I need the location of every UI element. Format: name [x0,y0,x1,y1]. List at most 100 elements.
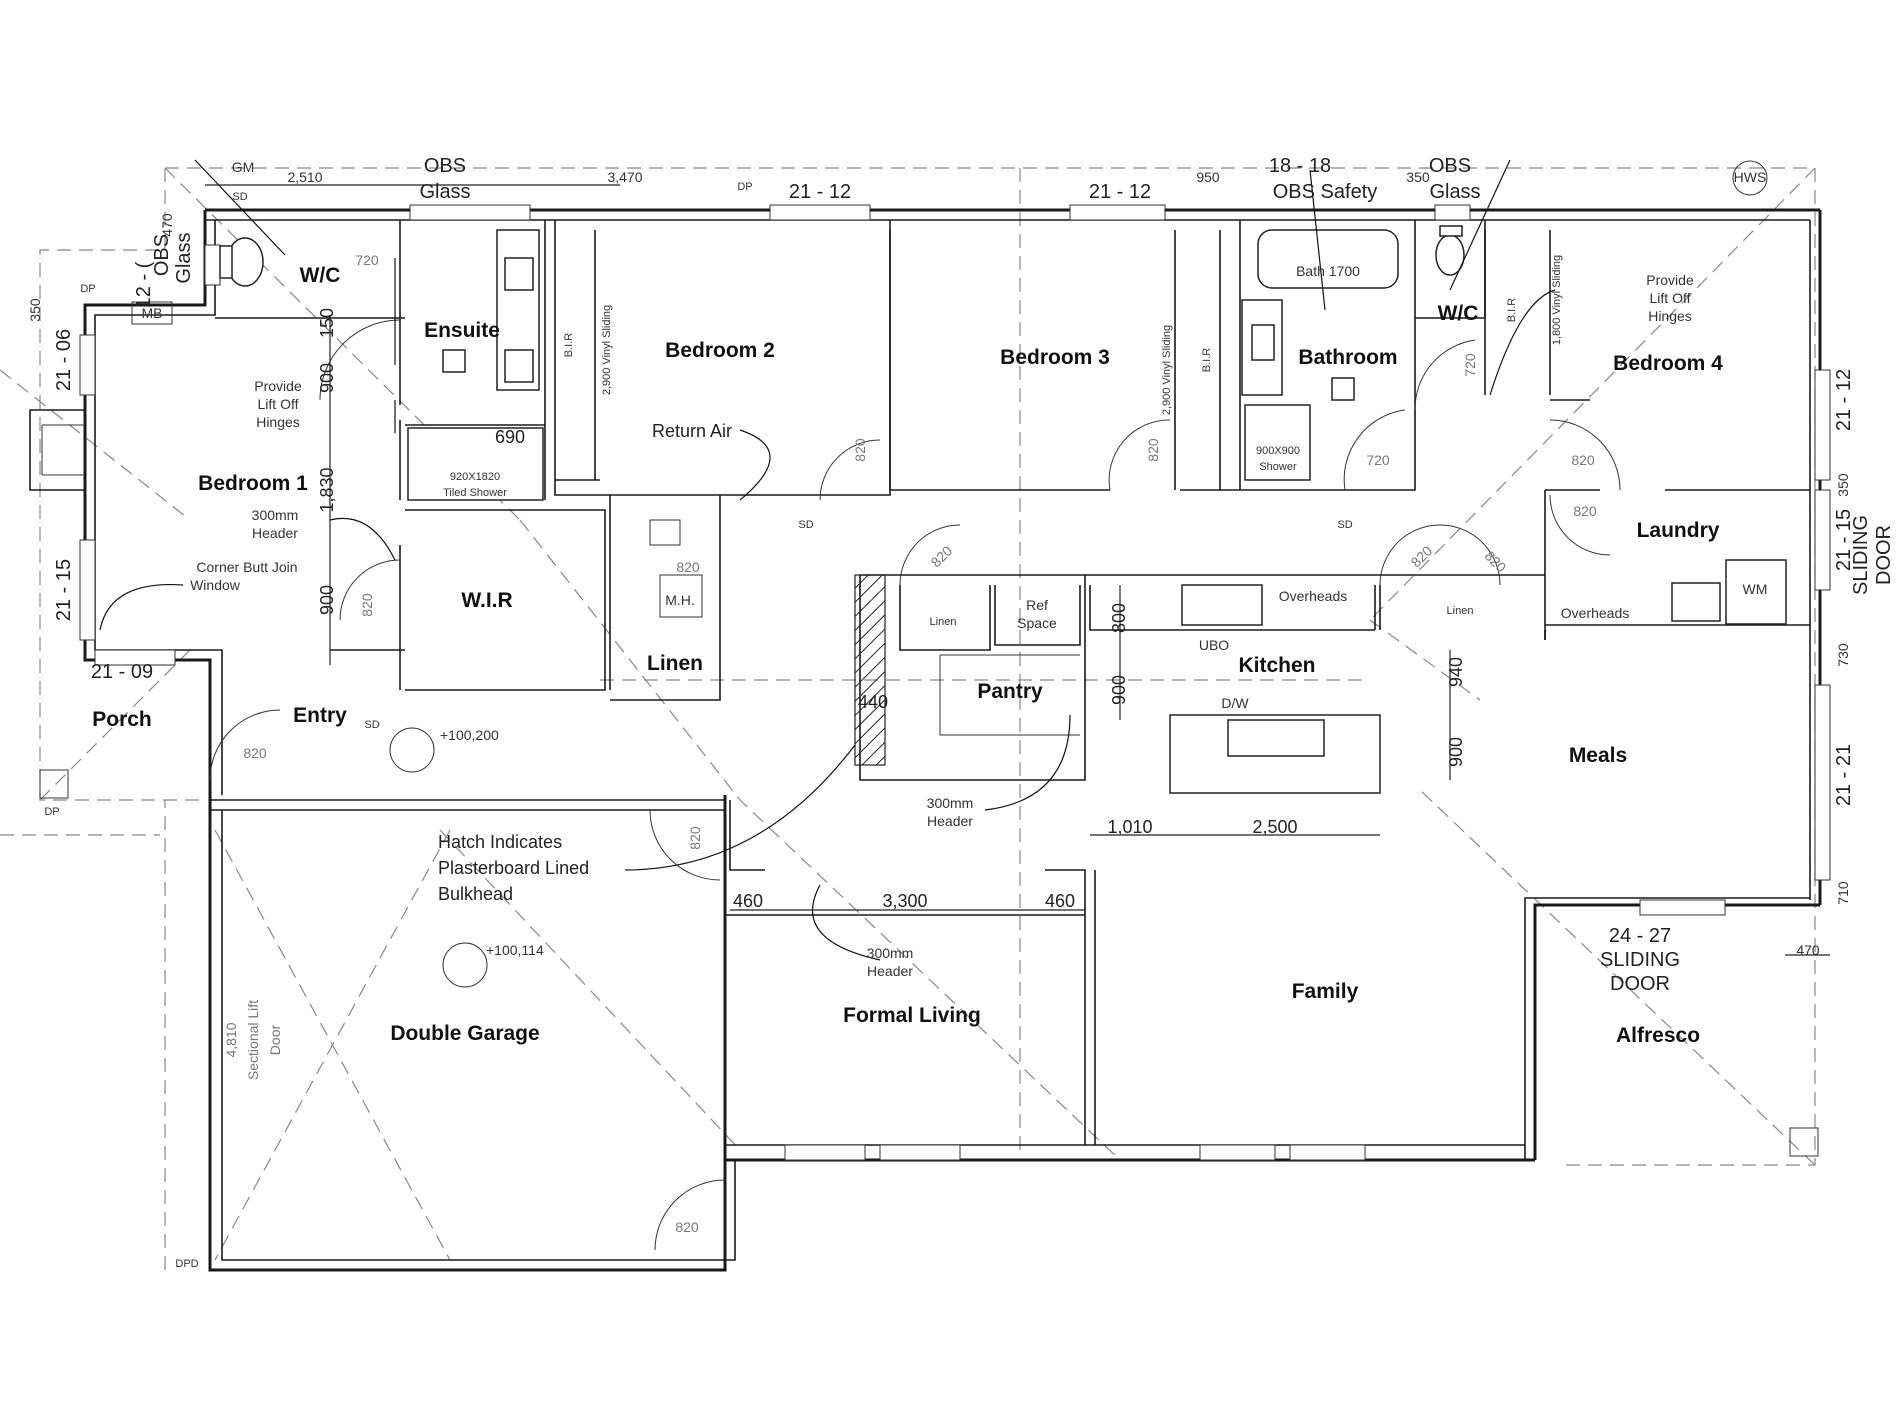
label-liftoff-1: Lift Off [258,396,299,412]
dimension-labels: 2,510 3,470 950 350 470 350 720 720 720 … [27,169,1851,1235]
room-porch: Porch [92,708,152,731]
room-wc-1: W/C [300,264,341,287]
dim-440: 440 [858,692,888,712]
dim-820-h: 820 [1482,548,1510,576]
dim-460-a: 460 [733,891,763,911]
dim-730: 730 [1835,643,1851,667]
label-21-06: 21 - 06 [53,329,75,391]
dim-820-b: 820 [359,593,375,617]
label-ref-2: Space [1017,615,1057,631]
room-kitchen: Kitchen [1238,654,1315,677]
label-obs-1: OBS [424,155,466,177]
label-overheads-k: Overheads [1279,588,1347,604]
dim-350-c: 350 [1835,473,1851,497]
label-gm: GM [232,159,255,175]
dim-3300: 3,300 [882,891,927,911]
label-header-1b: Header [252,525,298,541]
label-linen-small-2: Linen [1447,605,1474,617]
fixtures [219,225,1787,794]
label-21-21: 21 - 21 [1833,744,1855,806]
label-sliding-2: SLIDING [1850,515,1872,595]
dim-820-e: 820 [1145,438,1161,462]
label-garage-width: 4,810 [223,1022,239,1057]
label-bir-3: B.I.R [1506,298,1518,323]
dim-3470: 3,470 [607,169,642,185]
label-obs-2: OBS [1429,155,1471,177]
dim-720-c: 720 [1462,353,1478,377]
label-hatch-1: Hatch Indicates [438,832,562,852]
label-sectional-1: Sectional Lift [245,1000,261,1080]
shower-tray [1244,404,1311,481]
dim-350-b: 350 [27,298,43,322]
label-wm: WM [1743,581,1768,597]
windows [79,204,1831,1161]
label-sd-2: SD [798,519,813,531]
label-shower-ens-2: Tiled Shower [443,487,507,499]
label-header-3b: Header [867,963,913,979]
dim-820-j: 820 [687,826,703,850]
dim-820-f: 820 [928,542,956,570]
label-sd-1: SD [364,719,379,731]
label-vinyl-2: 2,900 Vinyl Sliding [1161,325,1173,415]
label-hatch-3: Bulkhead [438,884,513,904]
dim-800: 800 [1109,603,1129,633]
dim-900-a: 900 [317,363,337,393]
room-alfresco: Alfresco [1616,1024,1700,1047]
label-level-1: +100,200 [440,727,499,743]
dim-950: 950 [1196,169,1220,185]
dim-460-b: 460 [1045,891,1075,911]
label-shower-bath-2: Shower [1259,461,1297,473]
dim-470-b: 470 [1796,942,1820,958]
doors [209,319,1621,1251]
dim-1010: 1,010 [1107,817,1152,837]
dim-820-k: 820 [1571,452,1595,468]
dim-900-d: 900 [1446,737,1466,767]
dim-900-c: 900 [1109,675,1129,705]
room-formal-living: Formal Living [843,1004,981,1027]
room-laundry: Laundry [1637,519,1720,542]
label-sectional-2: Door [267,1024,283,1055]
label-mb: MB [142,305,163,321]
label-mh: M.H. [665,592,695,608]
room-linen: Linen [647,652,703,675]
room-meals: Meals [1569,744,1627,767]
label-21-12-a: 21 - 12 [789,181,851,203]
dim-820-d: 820 [852,438,868,462]
annotations: HWS MB GM Bath 1700 920X1820 Tiled Showe… [39,159,1819,1270]
cooktop [1181,584,1263,626]
label-hatch-2: Plasterboard Lined [438,858,589,878]
label-dp-3: DP [737,181,752,193]
label-hinges-1: Hinges [256,414,300,430]
dim-820-c: 820 [676,559,700,575]
room-labels: Bedroom 1 Bedroom 2 Bedroom 3 Bedroom 4 … [92,264,1723,1047]
dim-1830: 1,830 [317,467,337,512]
leader-lines [99,159,1556,961]
room-entry: Entry [293,704,347,727]
label-vinyl-3: 1,800 Vinyl Sliding [1551,255,1563,345]
label-corner-2: Window [190,577,241,593]
dim-2500: 2,500 [1252,817,1297,837]
label-shower-bath-1: 900X900 [1256,445,1300,457]
label-hws: HWS [1734,169,1767,185]
exterior-walls [29,208,1822,1272]
label-sliding-1: SLIDING [1600,949,1680,971]
label-header-1a: 300mm [252,507,299,523]
label-provide-1: Provide [254,378,302,394]
room-ensuite: Ensuite [424,319,500,342]
dim-900-b: 900 [317,585,337,615]
room-wc-2: W/C [1438,302,1479,325]
interior-walls [215,220,1810,1145]
label-door-1: DOOR [1610,973,1670,995]
bath-tub [1257,229,1399,289]
label-bir-1: B.I.R [563,333,575,358]
room-double-garage: Double Garage [390,1022,539,1045]
label-shower-ens-1: 920X1820 [450,471,500,483]
dimension-lines [205,184,1830,956]
label-dpd: DPD [175,1258,198,1270]
label-dp-2: DP [44,806,59,818]
label-glass-left: Glass [173,232,195,283]
label-header-3a: 300mm [867,945,914,961]
label-level-2: +100,114 [486,942,544,958]
room-bedroom-1: Bedroom 1 [198,472,308,495]
